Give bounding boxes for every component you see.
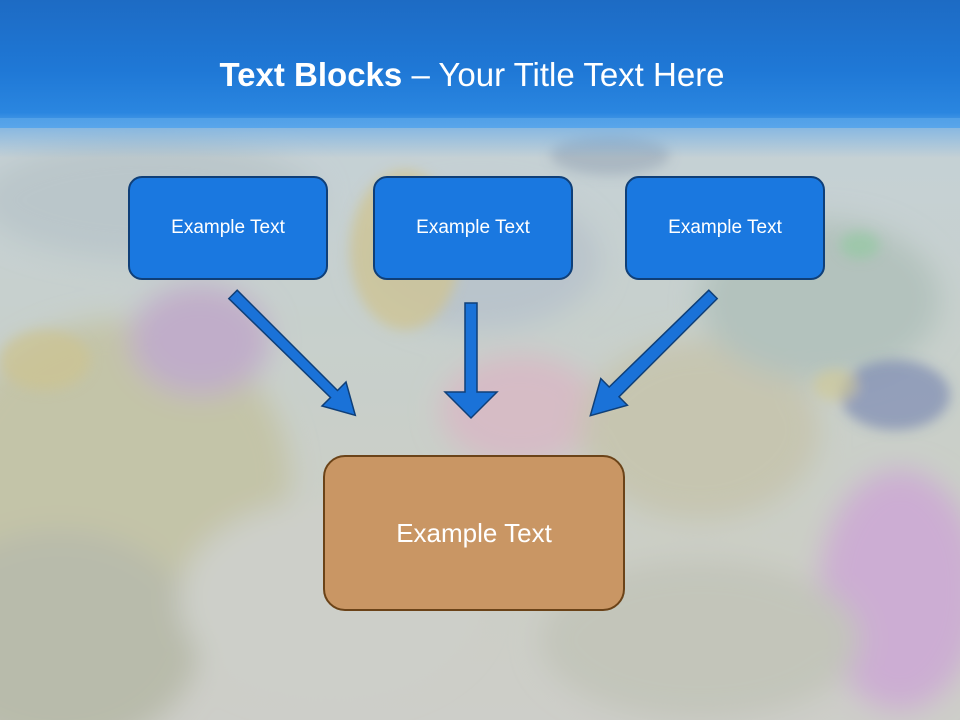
title-bold-part: Text Blocks <box>219 56 403 93</box>
arrow-left-to-center <box>227 289 357 417</box>
arrow-right-to-center <box>589 289 719 417</box>
title-band <box>0 0 960 128</box>
example-text-box-right: Example Text <box>625 176 825 280</box>
title-band-fade <box>0 118 960 158</box>
example-text-box-center: Example Text <box>373 176 573 280</box>
example-text-box-left: Example Text <box>128 176 328 280</box>
example-text-box-result: Example Text <box>323 455 625 611</box>
arrow-middle-down <box>443 302 499 420</box>
title-separator: – <box>411 56 430 93</box>
slide-title: Text Blocks – Your Title Text Here <box>0 52 944 98</box>
title-regular-part: Your Title Text Here <box>438 56 725 93</box>
